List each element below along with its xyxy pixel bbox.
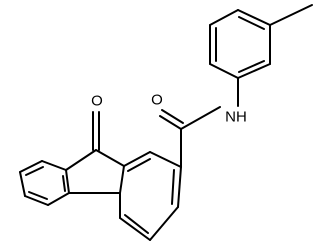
- bond: [124, 214, 149, 234]
- bond: [24, 195, 49, 206]
- bond: [25, 166, 44, 176]
- bond: [149, 206, 179, 241]
- amide-oxygen-label: O: [151, 92, 163, 109]
- bond: [237, 63, 271, 79]
- bond: [65, 149, 97, 171]
- amide-group: O NH: [151, 77, 247, 168]
- methyl-bond: [269, 4, 313, 26]
- amide-nitrogen-label: NH: [225, 109, 247, 126]
- bond: [171, 169, 175, 205]
- bond: [119, 217, 151, 241]
- bond: [28, 191, 48, 200]
- bond: [95, 149, 125, 167]
- bond: [209, 63, 239, 79]
- ketone-carbonyl: O: [91, 93, 103, 151]
- bond: [19, 160, 43, 173]
- bond: [149, 151, 182, 168]
- fluorene-right-benzene-ring: [119, 151, 182, 241]
- bond: [237, 9, 271, 26]
- bond: [161, 109, 184, 124]
- bond: [209, 9, 239, 26]
- ketone-oxygen-label: O: [91, 93, 103, 110]
- bond: [159, 115, 182, 130]
- fluorene-five-membered-ring: [65, 149, 125, 194]
- bond: [238, 16, 265, 30]
- bond: [62, 175, 66, 192]
- bond: [180, 106, 221, 130]
- bond: [127, 158, 151, 172]
- bond: [119, 165, 125, 194]
- bond: [65, 169, 70, 194]
- bond: [47, 192, 70, 206]
- bond: [238, 60, 265, 73]
- bond: [123, 151, 151, 167]
- bond: [41, 160, 67, 171]
- fluorene-left-benzene-ring: [19, 160, 70, 206]
- bond: [19, 171, 26, 197]
- bond: [177, 166, 182, 208]
- tolyl-ring: [209, 4, 313, 79]
